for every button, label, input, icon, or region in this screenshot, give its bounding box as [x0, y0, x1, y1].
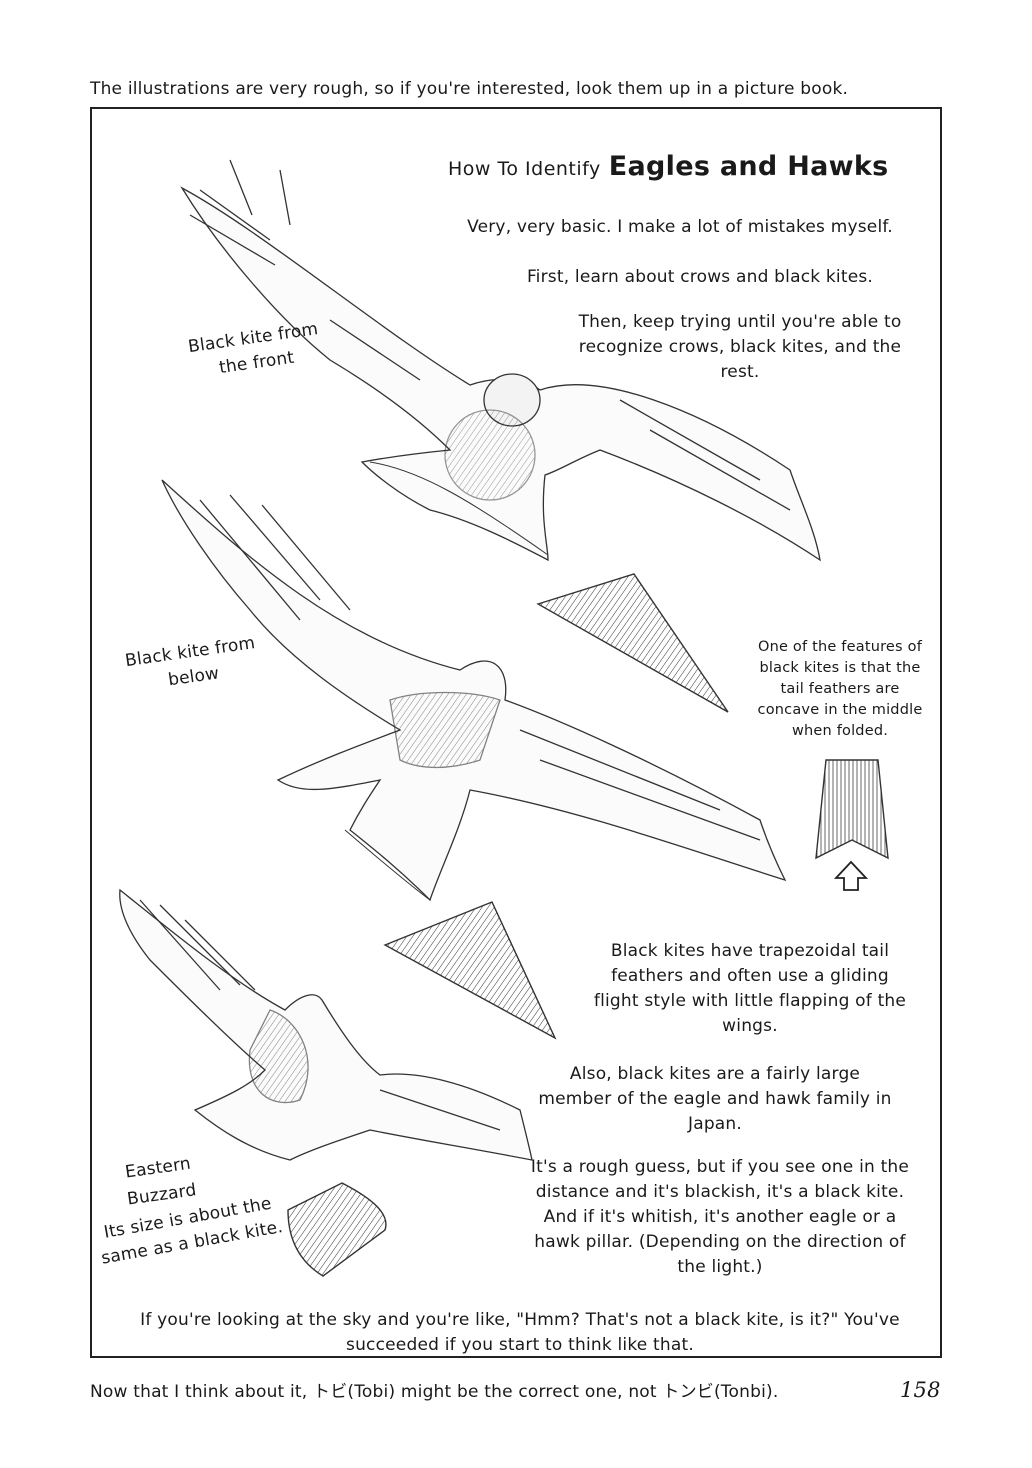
- up-arrow-icon: [833, 860, 869, 891]
- buzzard-tail-shape: [287, 1182, 387, 1277]
- size-paragraph: Also, black kites are a fairly large mem…: [538, 1064, 892, 1134]
- black-kite-below-illustration: [161, 479, 787, 902]
- page-number: 158: [900, 1378, 941, 1402]
- kite-tail-shape-2: [383, 901, 557, 1040]
- panel-title: How To Identify Eagles and Hawks: [448, 151, 918, 183]
- illustration-panel: [90, 107, 942, 1358]
- bottom-note: Now that I think about it, トビ(Tobi) migh…: [90, 1382, 779, 1402]
- step-two: Then, keep trying until you're able to r…: [578, 312, 902, 382]
- closing-paragraph: If you're looking at the sky and you're …: [140, 1310, 900, 1355]
- title-prefix: How To Identify: [448, 158, 601, 180]
- kite-tail-shape-1: [536, 573, 729, 713]
- black-kite-front-illustration: [180, 159, 821, 562]
- title-main: Eagles and Hawks: [608, 151, 889, 182]
- step-one: First, learn about crows and black kites…: [526, 267, 874, 287]
- tail-feature-note: One of the features of black kites is th…: [757, 639, 923, 739]
- eastern-buzzard-illustration: [119, 888, 533, 1161]
- subtitle: Very, very basic. I make a lot of mistak…: [467, 217, 893, 237]
- top-note: The illustrations are very rough, so if …: [90, 79, 849, 99]
- folded-tail-shape: [815, 759, 889, 860]
- rough-guess-paragraph: It's a rough guess, but if you see one i…: [530, 1157, 910, 1277]
- trapezoid-tail-paragraph: Black kites have trapezoidal tail feathe…: [593, 941, 907, 1036]
